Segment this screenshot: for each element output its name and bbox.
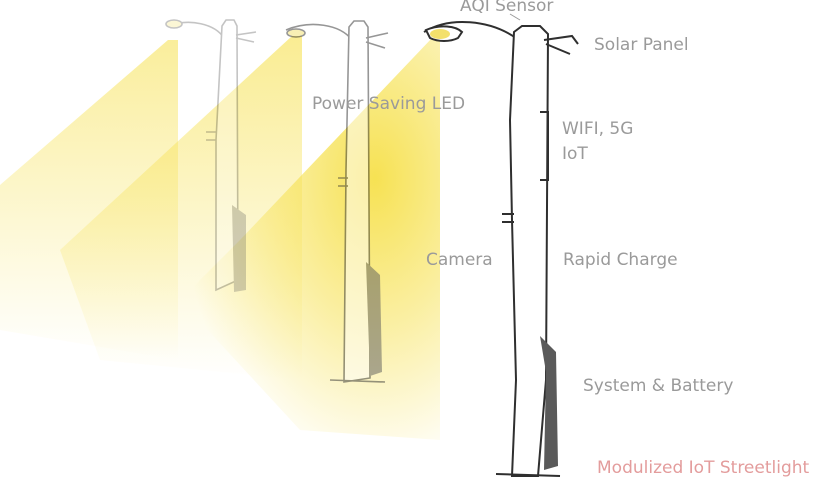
camera-label: Camera xyxy=(426,250,493,270)
streetlight-2 xyxy=(285,20,389,383)
streetlight-1 xyxy=(165,19,257,292)
wifi-5g-label: WIFI, 5G xyxy=(562,119,634,139)
system-battery-label: System & Battery xyxy=(583,376,734,396)
streetlight-3 xyxy=(423,21,579,477)
aqi-sensor-label: AQI Sensor xyxy=(460,0,554,16)
power-saving-led-label: Power Saving LED xyxy=(312,94,466,114)
solar-panel-label: Solar Panel xyxy=(594,35,689,55)
diagram-title: Modulized IoT Streetlight xyxy=(597,458,810,478)
iot-label: IoT xyxy=(562,144,588,164)
rapid-charge-label: Rapid Charge xyxy=(563,250,678,270)
